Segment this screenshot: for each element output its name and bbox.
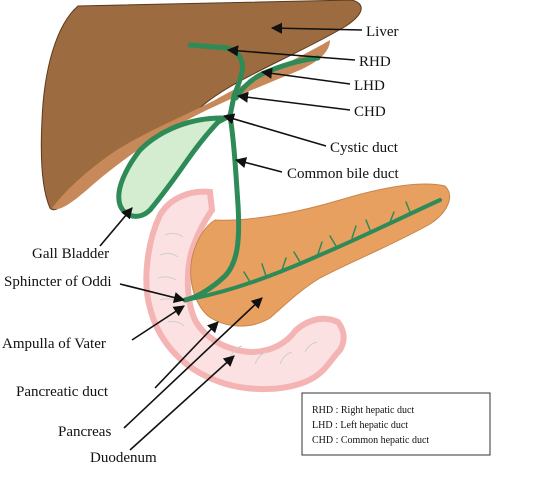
duodenum-shape	[143, 188, 347, 393]
label-duodenum: Duodenum	[90, 450, 157, 466]
legend-item-chd: CHD : Common hepatic duct	[312, 435, 429, 446]
arrow-duodenum	[129, 355, 235, 451]
arrow-cystic-duct	[222, 113, 327, 147]
liver-underside	[52, 40, 330, 210]
common-bile-duct	[182, 113, 242, 303]
arrow-pancreas	[123, 297, 263, 429]
label-common-bile-duct: Common bile duct	[287, 166, 399, 182]
label-gall-bladder: Gall Bladder	[32, 246, 109, 262]
common-hepatic-duct	[227, 93, 237, 119]
arrow-pancreatic-duct	[154, 321, 219, 389]
label-rhd: RHD	[359, 54, 391, 70]
legend-box: RHD : Right hepatic duct LHD : Left hepa…	[301, 392, 491, 456]
arrow-gall-bladder	[99, 207, 133, 247]
leader-arrows	[99, 22, 363, 451]
label-pancreatic-duct: Pancreatic duct	[16, 384, 109, 400]
arrow-liver	[270, 22, 363, 34]
legend-item-lhd: LHD : Left hepatic duct	[312, 420, 408, 431]
label-liver: Liver	[366, 24, 398, 40]
arrow-rhd	[226, 45, 356, 61]
arrow-sphincter-of-oddi	[119, 283, 186, 303]
duodenum-folds	[157, 232, 318, 365]
label-lhd: LHD	[354, 78, 385, 94]
label-chd: CHD	[354, 104, 386, 120]
arrow-lhd	[260, 67, 351, 85]
label-sphincter-of-oddi: Sphincter of Oddi	[4, 274, 111, 290]
bile-ducts	[182, 42, 442, 303]
arrow-ampulla-of-vater	[131, 305, 185, 341]
arrow-chd	[236, 91, 351, 111]
arrow-common-bile-duct	[234, 157, 283, 173]
label-pancreas: Pancreas	[58, 424, 111, 440]
pancreatic-duct-line	[183, 198, 442, 302]
label-cystic-duct: Cystic duct	[330, 140, 399, 156]
label-ampulla-of-vater: Ampulla of Vater	[2, 336, 106, 352]
legend-item-rhd: RHD : Right hepatic duct	[312, 405, 414, 416]
